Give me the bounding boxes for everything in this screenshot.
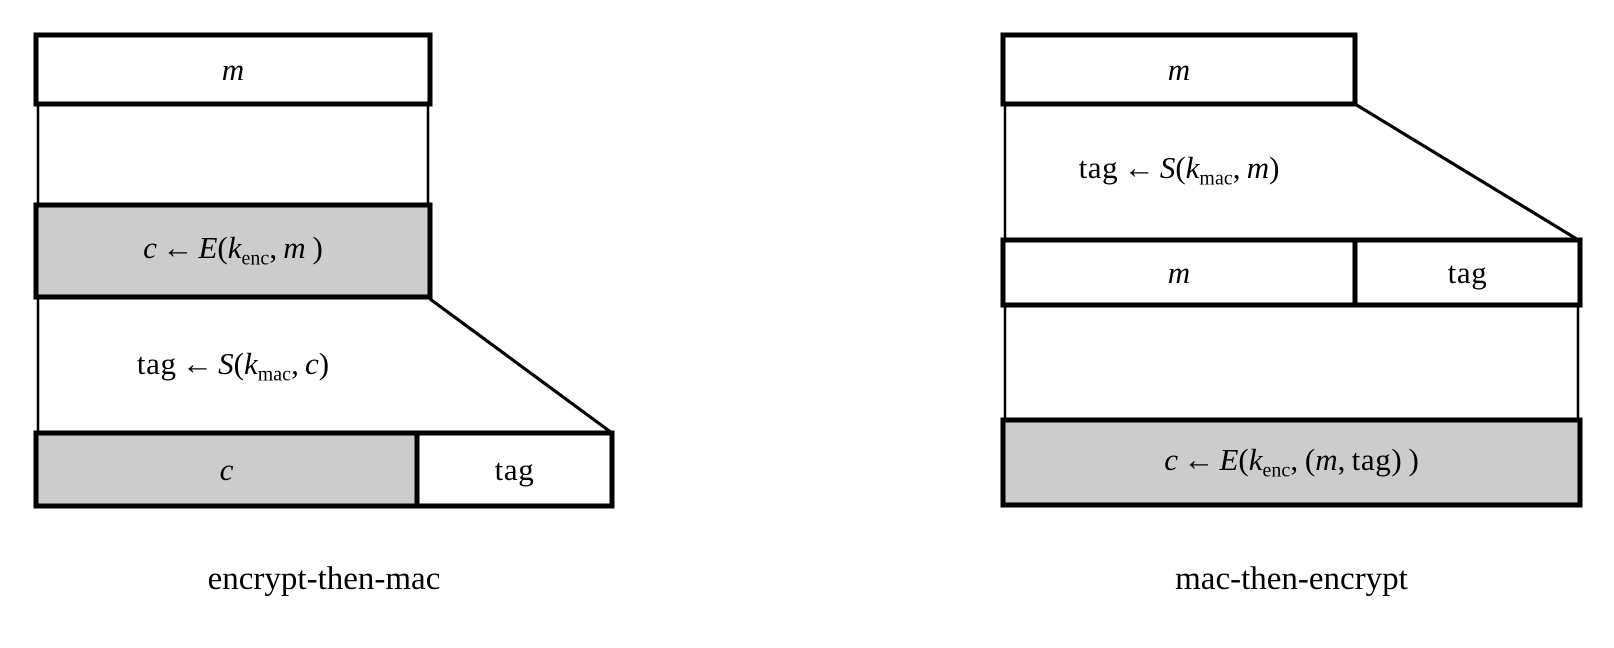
left-encrypt-box: [33, 202, 433, 300]
right-diagram-shapes: [1000, 32, 1583, 508]
left-output-ciphertext-cell: [33, 430, 420, 509]
left-diagram-shapes: [33, 32, 615, 509]
right-mid-message-cell: [1000, 237, 1358, 308]
right-mid-tag-cell: [1352, 237, 1583, 308]
right-diagonal-connector: [1354, 102, 1581, 243]
right-encrypt-box: [1000, 417, 1583, 508]
right-message-box: [1000, 32, 1358, 107]
left-output-tag-cell: [414, 430, 615, 509]
left-diagonal-connector: [429, 297, 613, 435]
left-message-box: [33, 32, 433, 107]
